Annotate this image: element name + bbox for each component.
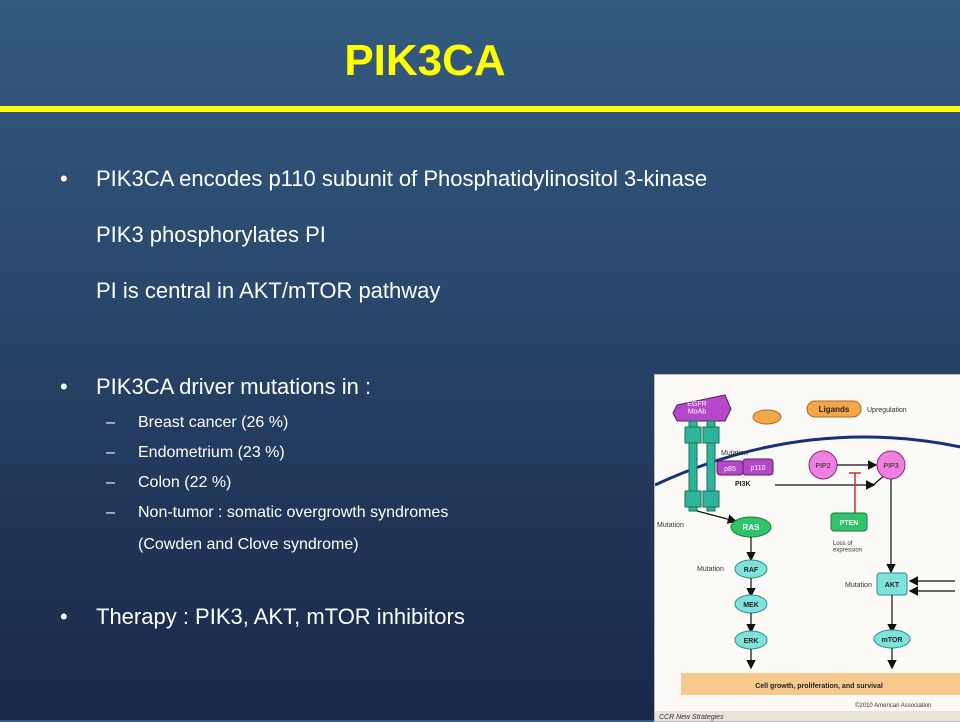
source-label: CCR New Strategies bbox=[659, 714, 724, 721]
ras-label: RAS bbox=[743, 523, 761, 532]
mek-label: MEK bbox=[743, 602, 759, 609]
outcome-label: Cell growth, proliferation, and survival bbox=[755, 683, 883, 690]
erk-label: ERK bbox=[744, 638, 759, 645]
upregulation-label: Upregulation bbox=[867, 407, 907, 414]
receptor-bar-right bbox=[706, 420, 716, 512]
pip2-label: PIP2 bbox=[815, 463, 830, 470]
bullet-line: PIK3CA encodes p110 subunit of Phosphati… bbox=[96, 166, 708, 191]
p110-label: p110 bbox=[750, 465, 765, 472]
bullet-dot: • bbox=[60, 374, 68, 399]
sub-bullet-item: Colon (22 %) bbox=[138, 474, 232, 491]
mutation-raf-label: Mutation bbox=[697, 566, 724, 573]
pten-node bbox=[830, 512, 868, 532]
bullet-dot: • bbox=[60, 166, 68, 191]
p110-node bbox=[742, 458, 774, 476]
bullet-line: PI is central in AKT/mTOR pathway bbox=[96, 278, 441, 303]
ligands-node bbox=[806, 400, 862, 418]
bullet-line: Therapy : PIK3, AKT, mTOR inhibitors bbox=[96, 604, 465, 629]
receptor-bar-left bbox=[688, 420, 698, 512]
mutation-label: Mutation bbox=[721, 450, 748, 457]
bullet-dot: • bbox=[60, 604, 68, 629]
copyright-label: ©2010 American Association bbox=[855, 702, 931, 709]
sub-bullet-item: Breast cancer (26 %) bbox=[138, 414, 289, 431]
bullet-line: PIK3CA driver mutations in : bbox=[96, 374, 372, 399]
source-strip bbox=[655, 711, 960, 721]
outcome-band bbox=[681, 673, 960, 695]
raf-label: RAF bbox=[744, 567, 759, 574]
sub-bullet-dash: – bbox=[106, 444, 115, 461]
slide-title: PIK3CA bbox=[344, 36, 506, 85]
pi3k-label: PI3K bbox=[735, 481, 751, 488]
mutation-akt-label: Mutation bbox=[845, 582, 872, 589]
ligand-ellipse bbox=[752, 409, 782, 425]
ligands-label: Ligands bbox=[819, 405, 850, 414]
akt-label: AKT bbox=[885, 582, 900, 589]
mutation-ras-label: Mutation bbox=[657, 522, 684, 529]
sub-bullet-dash: – bbox=[106, 414, 115, 431]
pten-label: PTEN bbox=[840, 520, 859, 527]
bullet-line: PIK3 phosphorylates PI bbox=[96, 222, 326, 247]
sub-bullet-dash: – bbox=[106, 504, 115, 521]
p85-label: p85 bbox=[724, 466, 736, 473]
sub-bullet-dash: – bbox=[106, 474, 115, 491]
mtor-label: mTOR bbox=[882, 637, 903, 644]
title-underline bbox=[0, 106, 960, 112]
pip3-label: PIP3 bbox=[883, 463, 898, 470]
sub-bullet-item: (Cowden and Clove syndrome) bbox=[138, 536, 359, 553]
sub-bullet-item: Non-tumor : somatic overgrowth syndromes bbox=[138, 504, 449, 521]
sub-bullet-item: Endometrium (23 %) bbox=[138, 444, 285, 461]
cell-membrane bbox=[655, 435, 960, 487]
